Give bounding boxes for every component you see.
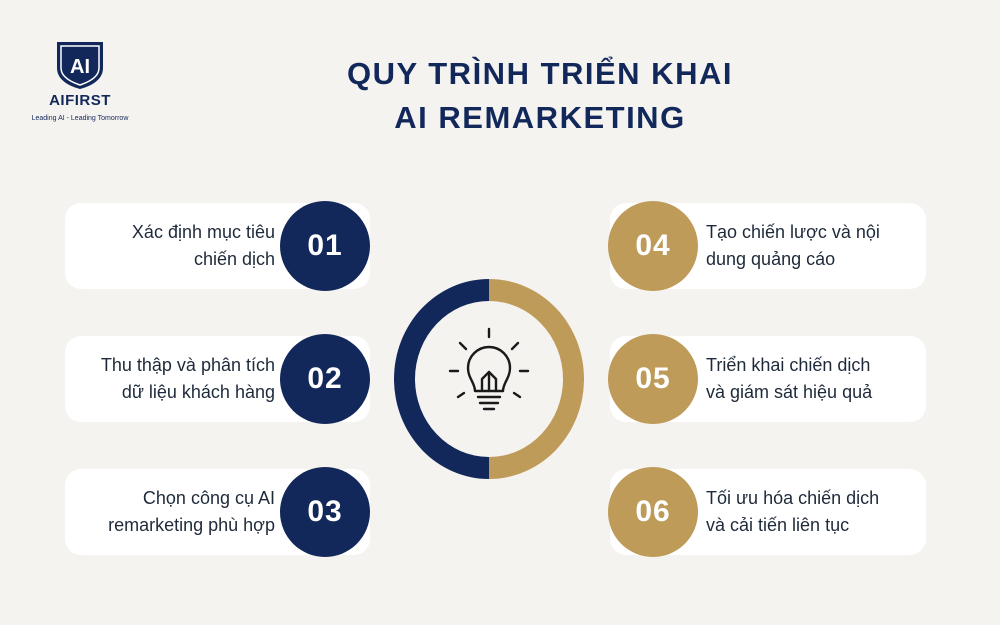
brand-tagline: Leading AI - Leading Tomorrow	[31, 115, 129, 122]
step-number-05: 05	[608, 334, 698, 424]
step-number-06: 06	[608, 467, 698, 557]
step-number-03: 03	[280, 467, 370, 557]
title-line-1: QUY TRÌNH TRIỂN KHAI	[347, 56, 733, 91]
logo-mark: AI	[70, 56, 90, 78]
page-title: QUY TRÌNH TRIỂN KHAI AI REMARKETING	[290, 52, 790, 140]
center-ring	[394, 279, 584, 479]
step-number-02: 02	[280, 334, 370, 424]
shield-logo-icon: AI	[57, 42, 103, 89]
step-number-01: 01	[280, 201, 370, 291]
step-number-04: 04	[608, 201, 698, 291]
brand-logo: AI AIFIRST Leading AI - Leading Tomorrow	[30, 38, 130, 122]
brand-name: AIFIRST	[49, 92, 111, 109]
title-line-2: AI REMARKETING	[394, 100, 686, 135]
lightbulb-icon	[448, 327, 530, 411]
